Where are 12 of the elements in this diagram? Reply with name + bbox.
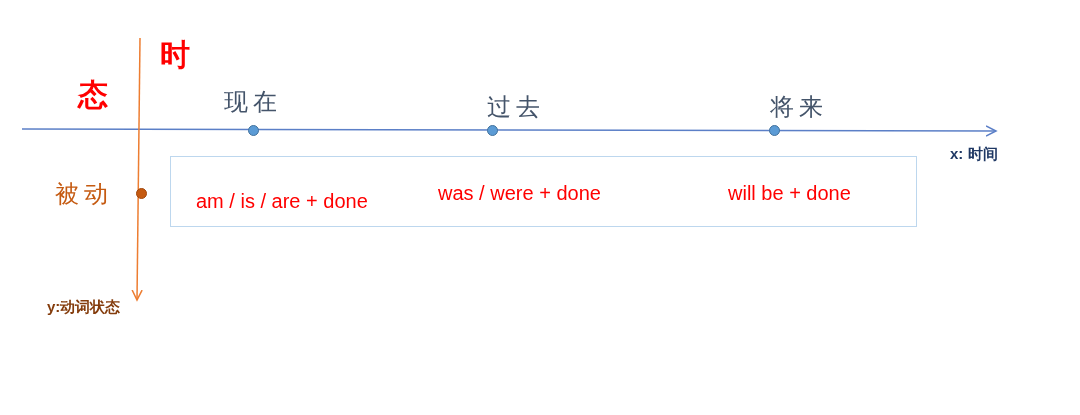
tick-label: 过去 bbox=[487, 93, 545, 121]
axis-label: x: 时间 bbox=[950, 145, 998, 163]
tick-label: 将来 bbox=[770, 93, 828, 121]
formula-text: will be + done bbox=[728, 182, 851, 205]
form-box bbox=[170, 156, 917, 227]
axis-label: y:动词状态 bbox=[47, 298, 121, 316]
formula-text: am / is / are + done bbox=[196, 190, 368, 213]
tick-label: 现在 bbox=[224, 88, 282, 116]
axis-title: 态 bbox=[78, 78, 108, 113]
axis-title: 时 bbox=[160, 38, 190, 73]
formula-text: was / were + done bbox=[438, 182, 601, 205]
tick-label: 被动 bbox=[55, 180, 113, 208]
